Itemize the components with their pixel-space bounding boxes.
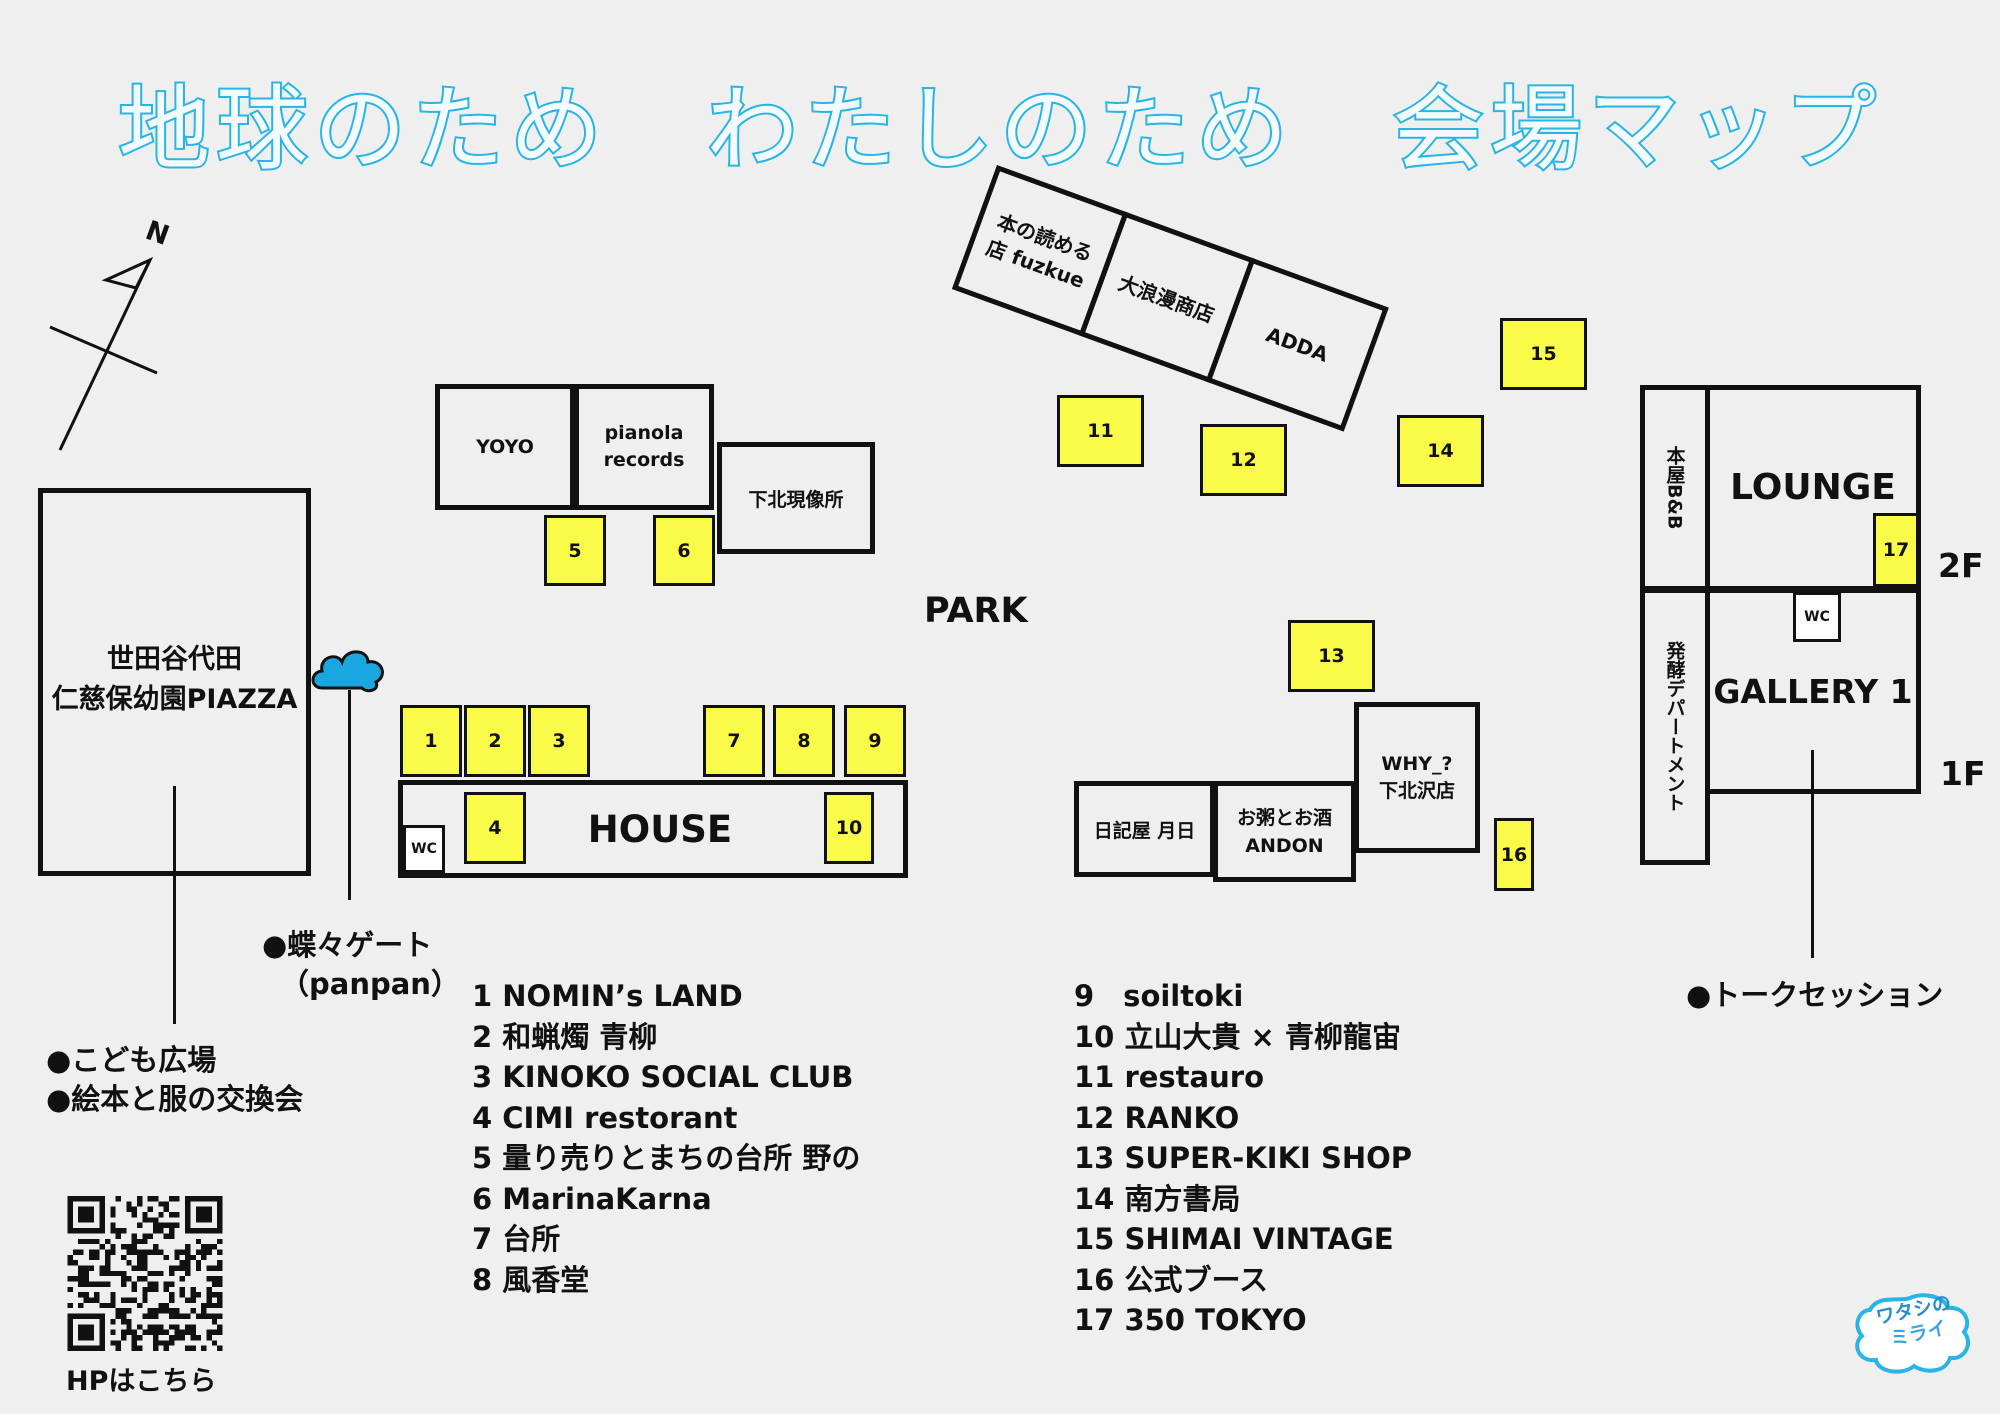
gallery-label: GALLERY 1 bbox=[1713, 671, 1913, 711]
legend-item: 12 RANKO bbox=[1074, 1100, 1240, 1135]
building-why[interactable]: WHY_? 下北沢店 bbox=[1354, 702, 1480, 853]
lounge-label: LOUNGE bbox=[1730, 466, 1896, 508]
legend-item: 15 SHIMAI VINTAGE bbox=[1074, 1222, 1394, 1256]
park-label: PARK bbox=[924, 591, 1028, 631]
legend-item: 3 KINOKO SOCIAL CLUB bbox=[472, 1060, 854, 1094]
gate-sublabel: （panpan） bbox=[280, 967, 460, 1001]
legend-item: 9 soiltoki bbox=[1074, 979, 1244, 1013]
pianola-label-line2: records bbox=[603, 449, 685, 471]
floor-1f-label: 1F bbox=[1940, 754, 1986, 793]
booth-6[interactable]: 6 bbox=[653, 515, 715, 586]
kids-line2: ●絵本と服の交換会 bbox=[46, 1082, 304, 1116]
booth-10[interactable]: 10 bbox=[824, 792, 874, 864]
cloud-icon bbox=[311, 650, 384, 693]
onami-label: 大浪漫商店 bbox=[1115, 270, 1218, 327]
piazza-label-line1: 世田谷代田 bbox=[107, 644, 242, 675]
building-yoyo[interactable]: YOYO bbox=[435, 384, 575, 510]
gate-label: ●蝶々ゲート bbox=[262, 928, 433, 962]
talk-pointer-line bbox=[1811, 750, 1814, 958]
legend-item: 4 CIMI restorant bbox=[472, 1100, 738, 1135]
legend-item: 8 風香堂 bbox=[472, 1262, 590, 1297]
booth-17[interactable]: 17 bbox=[1873, 513, 1919, 587]
legend-item: 13 SUPER-KIKI SHOP bbox=[1074, 1141, 1413, 1175]
piazza-label: 世田谷代田 仁慈保幼園PIAZZA bbox=[38, 640, 311, 720]
why-label-line2: 下北沢店 bbox=[1378, 779, 1455, 802]
legend-item: 11 restauro bbox=[1074, 1060, 1264, 1094]
building-honya-bb[interactable]: 本屋B&B bbox=[1640, 385, 1710, 591]
booth-7[interactable]: 7 bbox=[703, 705, 765, 777]
booth-12[interactable]: 12 bbox=[1200, 424, 1287, 496]
house-label: HOUSE bbox=[587, 807, 733, 851]
legend-item: 16 公式ブース bbox=[1074, 1262, 1269, 1297]
north-compass-icon bbox=[49, 256, 158, 451]
yoyo-label: YOYO bbox=[476, 436, 534, 458]
watashi-no-mirai-logo[interactable] bbox=[1848, 1288, 1978, 1378]
legend-item: 6 MarinaKarna bbox=[472, 1181, 712, 1216]
andon-label-line1: お粥とお酒 bbox=[1236, 806, 1332, 829]
wc-house: WC bbox=[403, 825, 445, 873]
building-nikki[interactable]: 日記屋 月日 bbox=[1074, 781, 1215, 877]
kids-annotation: ●こども広場 ●絵本と服の交換会 bbox=[46, 1041, 303, 1119]
pianola-label-line1: pianola bbox=[604, 422, 684, 444]
piazza-label-line2: 仁慈保幼園PIAZZA bbox=[51, 684, 298, 715]
honya-bb-label: 本屋B&B bbox=[1663, 446, 1686, 530]
building-hakko[interactable]: 発酵デパートメント bbox=[1640, 588, 1710, 865]
booth-15[interactable]: 15 bbox=[1500, 318, 1587, 390]
kids-pointer-line bbox=[173, 786, 176, 1024]
qr-caption: HPはこちら bbox=[66, 1366, 217, 1397]
building-genzo[interactable]: 下北現像所 bbox=[717, 442, 875, 554]
booth-14[interactable]: 14 bbox=[1397, 415, 1484, 487]
adda-label: ADDA bbox=[1262, 322, 1332, 367]
booth-5[interactable]: 5 bbox=[544, 515, 606, 586]
legend-item: 10 立山大貴 × 青柳龍宙 bbox=[1074, 1019, 1401, 1054]
booth-2[interactable]: 2 bbox=[464, 705, 526, 777]
why-label-line1: WHY_? bbox=[1381, 752, 1453, 775]
building-andon[interactable]: お粥とお酒 ANDON bbox=[1213, 781, 1356, 882]
page-title: 地球のため わたしのため 会場マップ bbox=[116, 74, 1882, 185]
legend-left: 1 NOMIN’s LAND 2 和蝋燭 青柳 3 KINOKO SOCIAL … bbox=[472, 976, 860, 1300]
booth-4[interactable]: 4 bbox=[464, 792, 526, 864]
gate-pointer-line bbox=[348, 690, 351, 900]
booth-11[interactable]: 11 bbox=[1057, 395, 1144, 467]
legend-right: 9 soiltoki 10 立山大貴 × 青柳龍宙 11 restauro 12… bbox=[1074, 976, 1412, 1341]
building-house[interactable] bbox=[398, 780, 908, 878]
legend-item: 5 量り売りとまちの台所 野の bbox=[472, 1141, 861, 1175]
rotated-building-row: 本の読める 店 fuzkue 大浪漫商店 ADDA bbox=[951, 165, 1389, 432]
booth-8[interactable]: 8 bbox=[773, 705, 835, 777]
booth-13[interactable]: 13 bbox=[1288, 620, 1375, 692]
floor-2f-label: 2F bbox=[1938, 546, 1984, 585]
qr-code-icon[interactable] bbox=[66, 1196, 224, 1351]
talk-annotation: ●トークセッション bbox=[1686, 978, 1944, 1012]
kids-line1: ●こども広場 bbox=[46, 1043, 217, 1077]
hakko-label: 発酵デパートメント bbox=[1663, 641, 1686, 812]
legend-item: 17 350 TOKYO bbox=[1074, 1303, 1307, 1337]
legend-item: 1 NOMIN’s LAND bbox=[472, 979, 743, 1013]
nikki-label: 日記屋 月日 bbox=[1093, 819, 1196, 842]
wc-gallery: WC bbox=[1793, 592, 1841, 642]
booth-9[interactable]: 9 bbox=[844, 705, 906, 777]
gate-annotation: ●蝶々ゲート （panpan） bbox=[262, 926, 460, 1004]
booth-1[interactable]: 1 bbox=[400, 705, 462, 777]
booth-3[interactable]: 3 bbox=[528, 705, 590, 777]
legend-item: 14 南方書局 bbox=[1074, 1181, 1241, 1216]
legend-item: 7 台所 bbox=[472, 1222, 561, 1256]
booth-16[interactable]: 16 bbox=[1494, 818, 1534, 891]
andon-label-line2: ANDON bbox=[1245, 834, 1324, 857]
legend-item: 2 和蝋燭 青柳 bbox=[472, 1019, 658, 1054]
genzo-label: 下北現像所 bbox=[748, 488, 844, 511]
building-pianola[interactable]: pianola records bbox=[574, 384, 714, 510]
